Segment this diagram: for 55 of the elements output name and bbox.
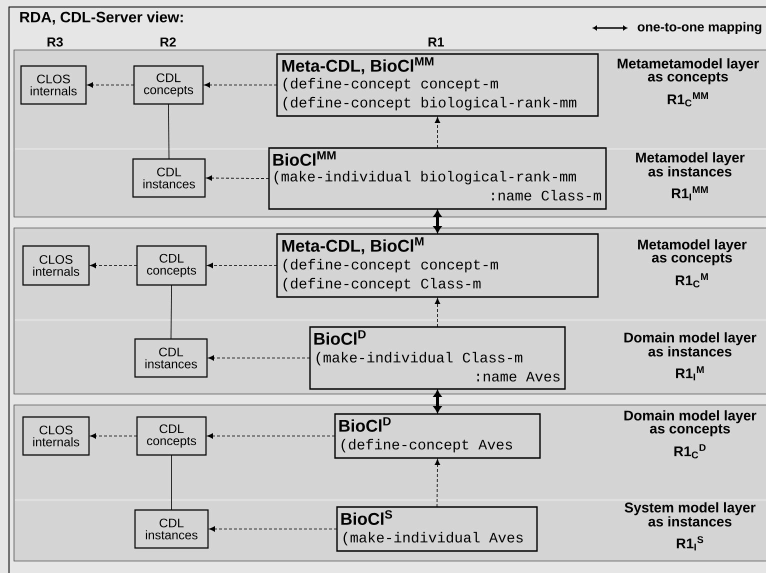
- arrow: [206, 175, 270, 181]
- component-box: CDL instances: [132, 158, 206, 198]
- box-heading: BioCl$^{S}$: [341, 510, 392, 525]
- arrow: [208, 355, 310, 361]
- arrow: [209, 526, 338, 532]
- code-line: (define-concept concept-m: [284, 258, 498, 272]
- component-box: CLOS internals: [22, 245, 90, 286]
- component-box: CDL concepts: [136, 416, 207, 456]
- code-line: (make-individual Aves: [344, 532, 523, 546]
- component-box: CLOS internals: [20, 65, 87, 105]
- arrow: [87, 82, 134, 88]
- box-heading: BioCl$^{D}$: [314, 330, 366, 345]
- layer-label: R1$_{I}$S: [676, 536, 704, 550]
- arrow: [434, 117, 440, 148]
- layer-label: System model layer as instances: [624, 502, 756, 527]
- code-line: (define-concept Aves: [342, 438, 512, 452]
- arrow: [434, 298, 440, 328]
- box-heading: BioCl$^{MM}$: [273, 151, 336, 166]
- layer-label: R1$_{C}$D: [674, 444, 706, 458]
- code-line: (make-individual Class-m: [316, 352, 522, 366]
- box-heading: Meta-CDL, BioCl$^{MM}$: [282, 57, 434, 74]
- column-label: R3: [48, 37, 63, 47]
- component-box: CLOS internals: [22, 416, 90, 456]
- box-heading: BioCl$^{D}$: [339, 417, 391, 432]
- layer-label: Metamodel layer as concepts: [638, 239, 747, 266]
- layer-label: R1$_{I}$MM: [672, 186, 708, 200]
- legend-text: one-to-one mapping: [638, 22, 762, 34]
- layer-label: R1$_{C}$M: [676, 273, 708, 288]
- component-box: CDL concepts: [133, 65, 204, 105]
- layer-label: R1$_{I}$M: [676, 366, 704, 380]
- layer-label: Metametamodel layer as concepts: [618, 58, 759, 84]
- layer-label: R1$_{C}$MM: [668, 92, 708, 106]
- component-box: CDL concepts: [136, 245, 207, 286]
- code-line: (define-concept concept-m: [284, 78, 498, 92]
- column-label: R2: [160, 37, 176, 47]
- code-line: :name Aves: [477, 372, 560, 382]
- arrow: [434, 459, 440, 508]
- code-line: (define-concept biological-rank-mm: [284, 96, 576, 110]
- code-line: :name Class-m: [492, 190, 602, 201]
- arrow: [90, 262, 138, 268]
- layer-label: Domain model layer as instances: [624, 332, 756, 357]
- arrow: [90, 433, 138, 439]
- arrow: [204, 82, 278, 88]
- arrow: [434, 390, 442, 413]
- arrow: [207, 262, 278, 268]
- layer-label: Domain model layer as concepts: [624, 410, 756, 436]
- component-box: CDL instances: [134, 509, 209, 549]
- title: RDA, CDL-Server view:: [20, 11, 183, 25]
- arrow: [207, 433, 336, 439]
- code-line: (define-concept Class-m: [284, 278, 481, 292]
- box-heading: Meta-CDL, BioCl$^{M}$: [282, 237, 424, 254]
- layer-label: Metamodel layer as instances: [636, 152, 745, 177]
- arrow: [434, 210, 442, 233]
- code-line: (make-individual biological-rank-mm: [274, 170, 576, 184]
- component-box: CDL instances: [134, 338, 208, 378]
